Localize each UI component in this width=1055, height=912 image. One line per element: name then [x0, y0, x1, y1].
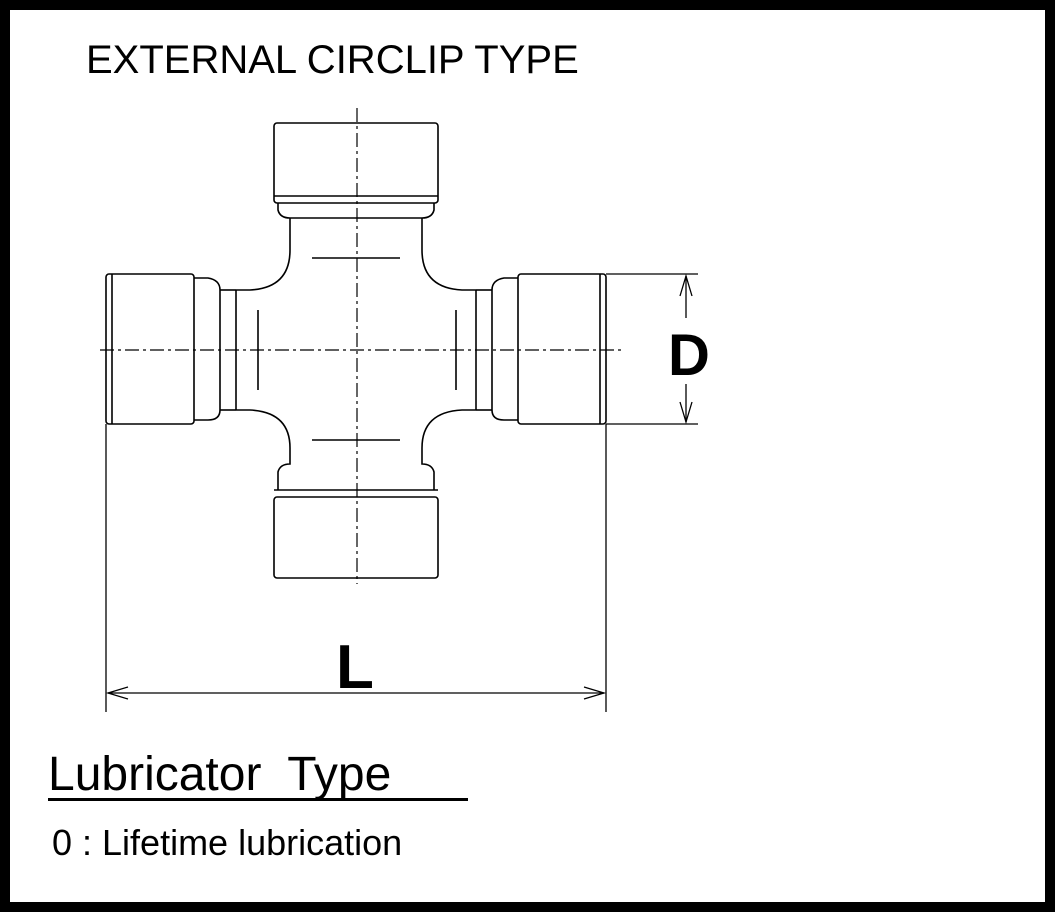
length-arrow-left [105, 686, 129, 700]
length-dimension [105, 424, 607, 712]
diameter-dimension [606, 273, 698, 425]
length-arrow-right [583, 686, 607, 700]
diameter-arrow-top [679, 273, 693, 297]
top-bearing-cup [273, 122, 439, 234]
lubricator-heading-underline [48, 798, 468, 801]
diameter-arrow-bottom [679, 401, 693, 425]
cross-body [235, 234, 477, 449]
drawing-title: EXTERNAL CIRCLIP TYPE [86, 38, 579, 82]
lubricator-heading: Lubricator Type [48, 748, 392, 801]
length-label: L [336, 633, 374, 702]
diameter-label: D [668, 323, 710, 388]
bottom-bearing-cup [273, 448, 439, 579]
left-bearing-cup [105, 273, 236, 425]
lubricator-item: 0 : Lifetime lubrication [52, 822, 403, 863]
right-bearing-cup [476, 273, 607, 425]
